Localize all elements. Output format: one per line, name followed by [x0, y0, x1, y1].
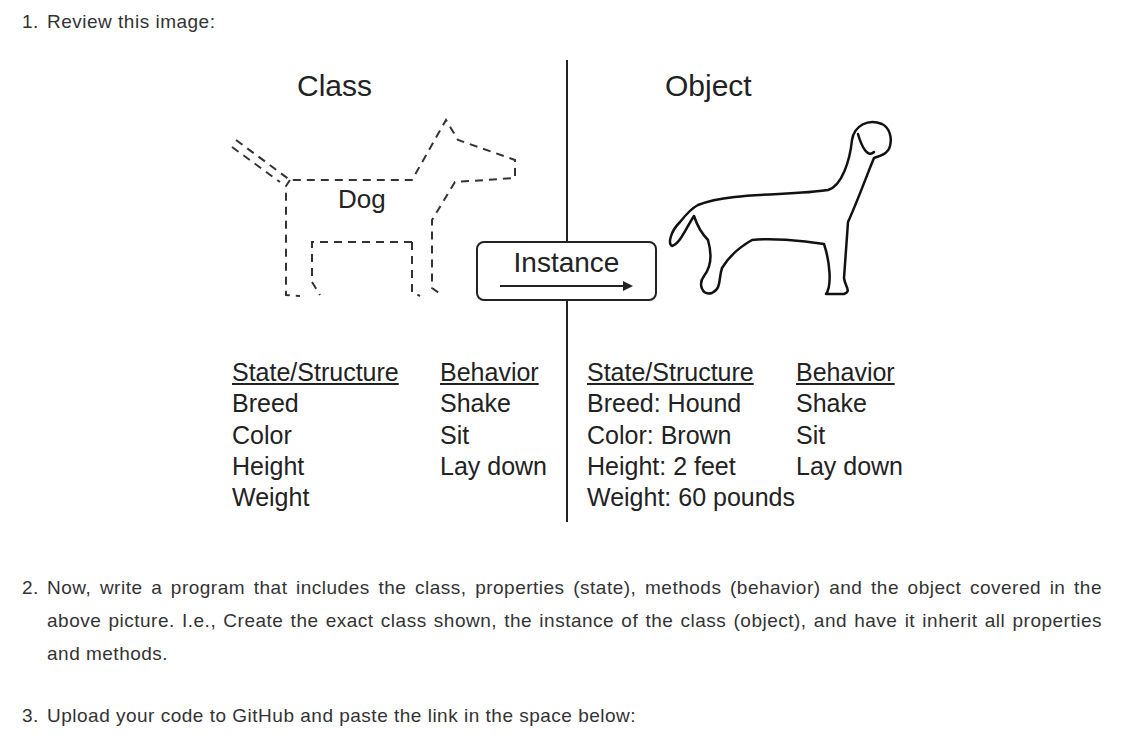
- instance-box: Instance: [476, 241, 657, 301]
- table-header: State/Structure: [232, 357, 399, 387]
- instruction-text: Now, write a program that includes the c…: [47, 571, 1102, 670]
- table-cell: Weight: [232, 482, 309, 512]
- table-cell: Shake: [796, 388, 867, 418]
- column-heading: Class: [297, 68, 372, 104]
- instruction-text: Upload your code to GitHub and paste the…: [47, 699, 636, 732]
- table-cell: Shake: [440, 388, 511, 418]
- table-cell: Height: [232, 451, 304, 481]
- class-outline: Dog: [232, 118, 517, 298]
- table-header: State/Structure: [587, 357, 754, 387]
- table-cell: Breed: Hound: [587, 388, 741, 418]
- node-label: Instance: [514, 247, 620, 279]
- arrow-shaft: [500, 285, 625, 287]
- dog-outline: [670, 122, 891, 294]
- table-cell: Sit: [796, 420, 825, 450]
- dashed-dog-path: [232, 120, 515, 296]
- table-cell: Weight: 60 pounds: [587, 482, 795, 512]
- table-header: Behavior: [796, 357, 895, 387]
- object-dog-figure: [670, 122, 891, 294]
- table-cell: Height: 2 feet: [587, 451, 736, 481]
- list-number: 3.: [22, 699, 39, 732]
- table-cell: Color: Brown: [587, 420, 732, 450]
- dog-ear: [858, 134, 874, 154]
- list-number: 1.: [22, 5, 39, 38]
- table-header: Behavior: [440, 357, 539, 387]
- column-heading: Object: [665, 68, 752, 104]
- table-cell: Sit: [440, 420, 469, 450]
- table-cell: Color: [232, 420, 292, 450]
- list-number: 2.: [22, 571, 39, 604]
- table-cell: Lay down: [796, 451, 903, 481]
- node-label: Dog: [338, 184, 386, 214]
- instruction-text: Review this image:: [47, 5, 215, 38]
- table-cell: Breed: [232, 388, 299, 418]
- arrow-head: [623, 281, 633, 291]
- table-cell: Lay down: [440, 451, 547, 481]
